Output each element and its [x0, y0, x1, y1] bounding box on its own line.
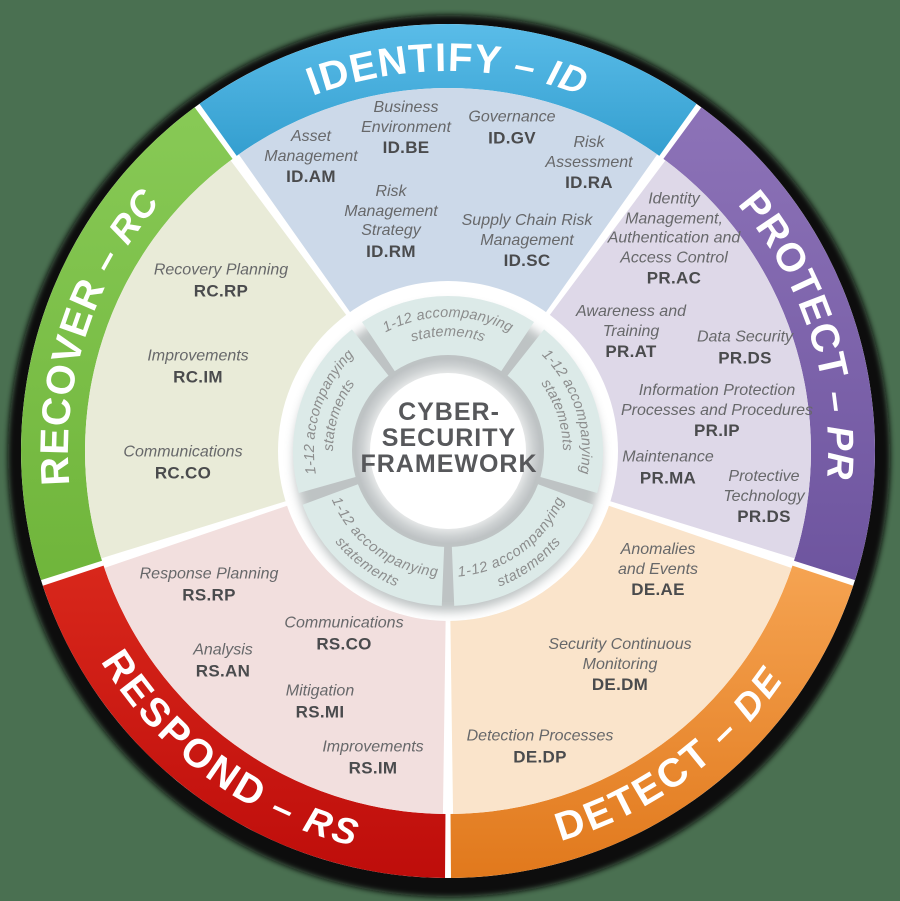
- svg-text:statements: statements: [409, 324, 487, 346]
- statements-segment-respond: [302, 484, 445, 606]
- statements-segment-identify: [362, 296, 534, 372]
- statements-segment-detect: [451, 484, 594, 606]
- statements-segment-recover: [292, 329, 389, 493]
- statements-segment-protect: [507, 329, 604, 493]
- ring-segment-recover: [21, 107, 233, 581]
- ring-segment-protect: [663, 107, 875, 581]
- sector-identify: [238, 88, 658, 358]
- ring-segment-detect: [450, 565, 854, 878]
- ring-segment-identify: [199, 24, 697, 156]
- ring-segment-respond: [42, 565, 446, 878]
- hub-circle: [370, 373, 526, 529]
